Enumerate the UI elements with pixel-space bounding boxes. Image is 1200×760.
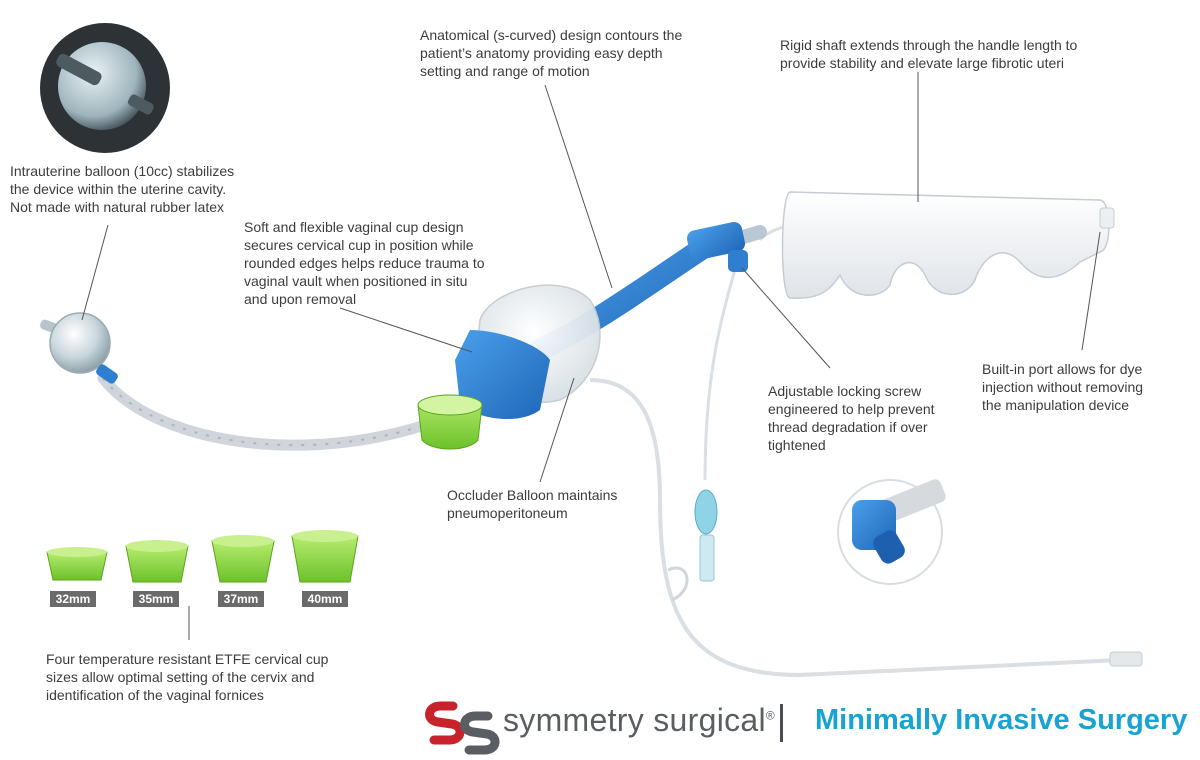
callout-line: and upon removal	[244, 291, 357, 307]
cup-size-samples	[46, 530, 359, 583]
callout-line: tightened	[768, 437, 826, 453]
callout-line: Not made with natural rubber latex	[10, 199, 224, 215]
cup-40mm	[291, 535, 359, 583]
callout-line: provide stability and elevate large fibr…	[780, 55, 1065, 71]
size-label-40mm: 40mm	[302, 591, 348, 607]
size-label-32mm: 32mm	[50, 591, 96, 607]
callout-line: pneumoperitoneum	[447, 505, 568, 521]
callout-line: sizes allow optimal setting of the cervi…	[46, 669, 315, 685]
intrauterine-balloon	[40, 312, 118, 384]
callout-line: rounded edges helps reduce trauma to	[244, 255, 485, 271]
brand-name: symmetry surgical®	[503, 702, 775, 739]
callout-intrauterine-balloon: Intrauterine balloon (10cc) stabilizes t…	[10, 162, 250, 216]
callout-locking-screw: Adjustable locking screw engineered to h…	[768, 382, 968, 454]
callout-line: Anatomical (s-curved) design contours th…	[420, 27, 683, 43]
callout-line: patient’s anatomy providing easy depth	[420, 45, 663, 61]
callout-vaginal-cup: Soft and flexible vaginal cup design sec…	[244, 218, 494, 308]
registered-mark: ®	[765, 708, 776, 723]
callout-line: injection without removing	[982, 379, 1144, 395]
catheter-shaft	[97, 372, 446, 451]
callout-line: Rigid shaft extends through the handle l…	[780, 37, 1078, 53]
inflation-line	[703, 269, 737, 481]
screw-detail-inset	[837, 479, 946, 585]
callout-line: Soft and flexible vaginal cup design	[244, 219, 464, 235]
callout-line: the device within the uterine cavity.	[10, 181, 227, 197]
callout-line: setting and range of motion	[420, 63, 590, 79]
locking-screw	[686, 221, 748, 272]
cervical-cup-holder	[455, 330, 550, 420]
size-label-37mm: 37mm	[218, 591, 264, 607]
callout-line: vaginal vault when positioned in situ	[244, 273, 468, 289]
leader-lines	[81, 72, 1101, 640]
dye-tubing	[589, 378, 1121, 678]
callout-line: Adjustable locking screw	[768, 383, 922, 399]
brand-tagline: Minimally Invasive Surgery	[815, 704, 1188, 736]
callout-line: Four temperature resistant ETFE cervical…	[46, 651, 329, 667]
callout-rigid-shaft: Rigid shaft extends through the handle l…	[780, 36, 1100, 72]
size-label-35mm: 35mm	[133, 591, 179, 607]
callout-anatomical-design: Anatomical (s-curved) design contours th…	[420, 26, 700, 80]
brand-separator	[780, 704, 783, 742]
balloon-detail-inset	[40, 23, 170, 153]
callout-line: thread degradation if over	[768, 419, 928, 435]
callout-line: identification of the vaginal fornices	[46, 687, 264, 703]
callout-line: Occluder Balloon maintains	[447, 487, 618, 503]
cup-37mm	[211, 540, 275, 583]
callout-occluder-balloon: Occluder Balloon maintains pneumoperiton…	[447, 486, 667, 522]
green-cervical-cup	[417, 394, 483, 450]
callout-line: Intrauterine balloon (10cc) stabilizes	[10, 163, 235, 179]
symmetry-logo-mark	[425, 701, 500, 755]
handle	[781, 191, 1115, 299]
brand-name-text: symmetry surgical	[503, 702, 766, 738]
callout-line: Built-in port allows for dye	[982, 361, 1143, 377]
callout-line: engineered to help prevent	[768, 401, 935, 417]
callout-built-in-port: Built-in port allows for dye injection w…	[982, 360, 1192, 414]
callout-line: the manipulation device	[982, 397, 1130, 413]
callout-line: secures cervical cup in position while	[244, 237, 474, 253]
callout-cup-sizes: Four temperature resistant ETFE cervical…	[46, 650, 366, 704]
pilot-balloon	[694, 489, 718, 535]
